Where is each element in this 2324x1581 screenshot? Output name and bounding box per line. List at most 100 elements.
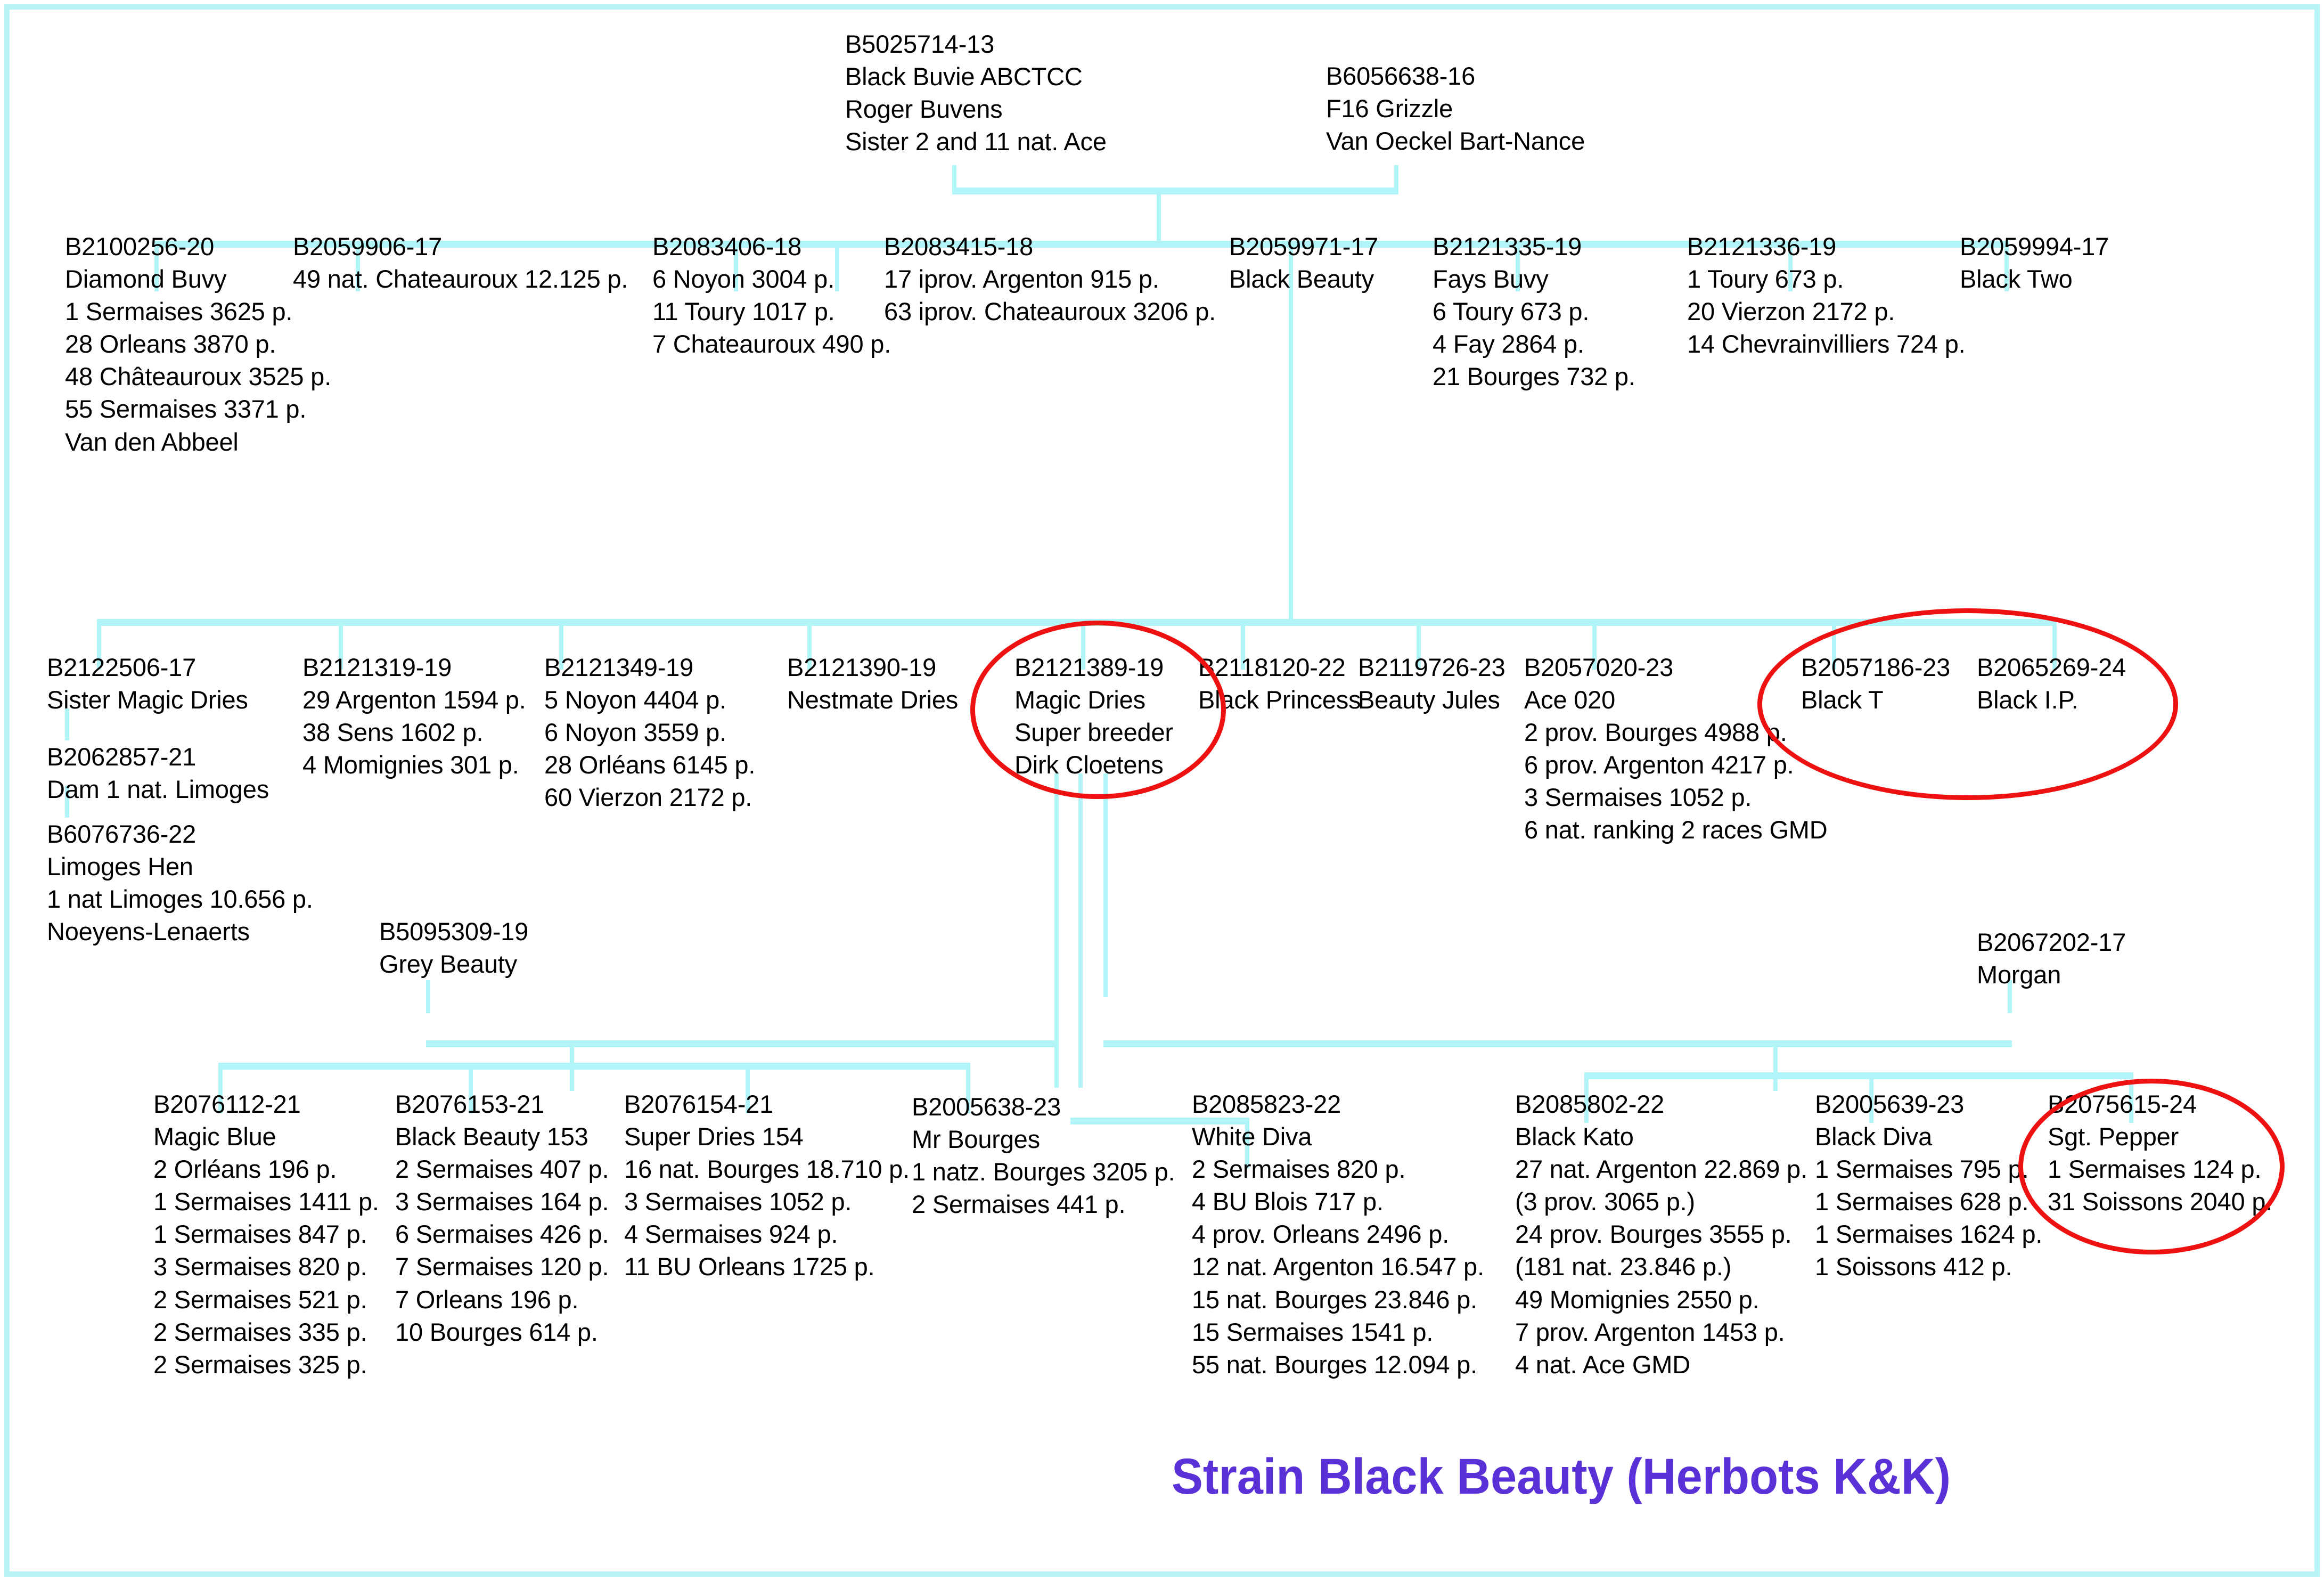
node-line: 12 nat. Argenton 16.547 p.	[1192, 1252, 1484, 1281]
pedigree-node-B2057020-23[interactable]: B2057020-23 Ace 020 2 prov. Bourges 4988…	[1524, 651, 1828, 846]
node-line: Limoges Hen	[47, 852, 193, 881]
node-line: 6 nat. ranking 2 races GMD	[1524, 816, 1828, 844]
node-line: B2121335-19	[1433, 232, 1582, 260]
node-line: 20 Vierzon 2172 p.	[1687, 297, 1895, 326]
node-line: 3 Sermaises 164 p.	[395, 1187, 609, 1216]
connector-line	[1245, 1118, 1249, 1168]
node-line: B2085802-22	[1515, 1090, 1665, 1118]
pedigree-node-B2083406-18[interactable]: B2083406-18 6 Noyon 3004 p. 11 Toury 101…	[652, 230, 891, 360]
node-line: B2085823-22	[1192, 1090, 1341, 1118]
pedigree-node-B5095309-19[interactable]: B5095309-19 Grey Beauty	[379, 915, 528, 980]
node-line: 15 Sermaises 1541 p.	[1192, 1317, 1434, 1346]
pedigree-node-B2059906-17[interactable]: B2059906-17 49 nat. Chateauroux 12.125 p…	[293, 230, 628, 295]
pedigree-node-B2100256-20[interactable]: B2100256-20 Diamond Buvy 1 Sermaises 362…	[65, 230, 331, 458]
node-line: 1 Sermaises 1411 p.	[153, 1187, 379, 1216]
node-line: White Diva	[1192, 1122, 1312, 1151]
node-line: 1 Sermaises 847 p.	[153, 1220, 367, 1249]
node-line: Black Two	[1960, 265, 2073, 294]
node-line: Grey Beauty	[379, 950, 518, 979]
highlight-ellipse-black-t-black-ip	[1757, 608, 2178, 800]
node-line: 2 Sermaises 335 p.	[153, 1317, 367, 1346]
node-line: 29 Argenton 1594 p.	[302, 686, 526, 714]
node-line: Noeyens-Lenaerts	[47, 917, 250, 946]
node-line: 6 Noyon 3004 p.	[652, 265, 834, 294]
node-line: Van Oeckel Bart-Nance	[1326, 127, 1585, 156]
pedigree-node-B2085823-22[interactable]: B2085823-22 White Diva 2 Sermaises 820 p…	[1192, 1088, 1484, 1381]
pedigree-node-B2119726-23[interactable]: B2119726-23 Beauty Jules	[1358, 651, 1505, 716]
connector-line	[2004, 241, 2009, 291]
connector-line	[952, 188, 1398, 194]
pedigree-node-B2059994-17[interactable]: B2059994-17 Black Two	[1960, 230, 2109, 295]
node-line: Beauty Jules	[1358, 686, 1500, 714]
connector-line	[2008, 980, 2012, 1013]
node-line: 11 Toury 1017 p.	[652, 297, 835, 326]
node-line: 1 Sermaises 628 p.	[1815, 1187, 2029, 1216]
node-line: 55 nat. Bourges 12.094 p.	[1192, 1350, 1477, 1379]
node-line: 2 Sermaises 325 p.	[153, 1350, 367, 1379]
node-line: B2059971-17	[1229, 232, 1379, 260]
node-line: Roger Buvens	[845, 95, 1003, 124]
node-line: Black Beauty	[1229, 265, 1374, 294]
pedigree-node-B2085802-22[interactable]: B2085802-22 Black Kato 27 nat. Argenton …	[1515, 1088, 1807, 1381]
node-line: Nestmate Dries	[787, 686, 959, 714]
pedigree-node-B2122506-17[interactable]: B2122506-17 Sister Magic Dries	[47, 651, 248, 716]
node-line: 4 Sermaises 924 p.	[624, 1220, 838, 1249]
connector-line	[426, 980, 430, 1013]
connector-line	[65, 708, 69, 740]
connector-line	[835, 241, 839, 291]
node-line: B5095309-19	[379, 917, 529, 946]
pedigree-node-B2076112-21[interactable]: B2076112-21 Magic Blue 2 Orléans 196 p. …	[153, 1088, 379, 1381]
node-line: 48 Châteauroux 3525 p.	[65, 362, 331, 391]
node-line: 1 Sermaises 3625 p.	[65, 297, 293, 326]
node-line: Mr Bourges	[912, 1125, 1040, 1154]
pedigree-node-B2059971-17[interactable]: B2059971-17 Black Beauty	[1229, 230, 1378, 295]
node-line: Morgan	[1977, 960, 2061, 989]
node-line: 5 Noyon 4404 p.	[544, 686, 726, 714]
pedigree-node-B2067202-17[interactable]: B2067202-17 Morgan	[1977, 926, 2126, 991]
connector-line	[1054, 773, 1059, 1088]
node-line: B2121390-19	[787, 653, 937, 681]
pedigree-node-B6056638-16[interactable]: B6056638-16 F16 Grizzle Van Oeckel Bart-…	[1326, 60, 1585, 157]
pedigree-node-B2121336-19[interactable]: B2121336-19 1 Toury 673 p. 20 Vierzon 21…	[1687, 230, 1966, 360]
pedigree-node-B6076736-22[interactable]: B6076736-22 Limoges Hen 1 nat Limoges 10…	[47, 818, 313, 948]
connector-line	[1584, 1072, 1589, 1123]
pedigree-node-B2083415-18[interactable]: B2083415-18 17 iprov. Argenton 915 p. 63…	[884, 230, 1216, 328]
node-line: 4 nat. Ace GMD	[1515, 1350, 1690, 1379]
connector-line	[154, 241, 159, 291]
pedigree-node-B2005638-23[interactable]: B2005638-23 Mr Bourges 1 natz. Bourges 3…	[912, 1090, 1175, 1220]
connector-line	[1788, 241, 1793, 291]
pedigree-node-B2121390-19[interactable]: B2121390-19 Nestmate Dries	[787, 651, 958, 716]
pedigree-node-B2121349-19[interactable]: B2121349-19 5 Noyon 4404 p. 6 Noyon 3559…	[544, 651, 755, 813]
node-line: 38 Sens 1602 p.	[302, 718, 484, 747]
node-line: 4 prov. Orleans 2496 p.	[1192, 1220, 1450, 1249]
connector-line	[469, 1063, 473, 1113]
connector-line	[734, 241, 738, 291]
node-line: B6056638-16	[1326, 62, 1476, 90]
node-line: Magic Blue	[153, 1122, 276, 1151]
connector-line	[746, 1063, 750, 1113]
node-line: (3 prov. 3065 p.)	[1515, 1187, 1695, 1216]
pedigree-node-B2062857-21[interactable]: B2062857-21 Dam 1 nat. Limoges	[47, 740, 269, 805]
pedigree-node-B2121319-19[interactable]: B2121319-19 29 Argenton 1594 p. 38 Sens …	[302, 651, 526, 781]
pedigree-node-B2076154-21[interactable]: B2076154-21 Super Dries 154 16 nat. Bour…	[624, 1088, 910, 1283]
connector-bus-gen4-left	[218, 1063, 969, 1070]
connector-bus-morgan	[1103, 1040, 2012, 1047]
pedigree-node-B2005639-23[interactable]: B2005639-23 Black Diva 1 Sermaises 795 p…	[1815, 1088, 2042, 1283]
connector-line	[1773, 1040, 1778, 1091]
node-line: B2076153-21	[395, 1090, 545, 1118]
node-line: B2121319-19	[302, 653, 452, 681]
pedigree-node-B5025714-13[interactable]: B5025714-13 Black Buvie ABCTCC Roger Buv…	[845, 28, 1107, 158]
node-line: B2083406-18	[652, 232, 802, 260]
node-line: 14 Chevrainvilliers 724 p.	[1687, 330, 1966, 358]
node-line: Black Buvie ABCTCC	[845, 62, 1083, 91]
pedigree-node-B2121335-19[interactable]: B2121335-19 Fays Buvy 6 Toury 673 p. 4 F…	[1433, 230, 1635, 393]
node-line: B2005638-23	[912, 1093, 1061, 1121]
chart-title: Strain Black Beauty (Herbots K&K)	[1172, 1448, 1951, 1505]
node-line: B2121349-19	[544, 653, 694, 681]
node-line: 6 Noyon 3559 p.	[544, 718, 726, 747]
node-line: 55 Sermaises 3371 p.	[65, 395, 307, 423]
connector-bus-gen2	[154, 241, 2009, 248]
node-line: B2059994-17	[1960, 232, 2109, 260]
pedigree-node-B2076153-21[interactable]: B2076153-21 Black Beauty 153 2 Sermaises…	[395, 1088, 609, 1348]
connector-line	[1078, 773, 1083, 1088]
